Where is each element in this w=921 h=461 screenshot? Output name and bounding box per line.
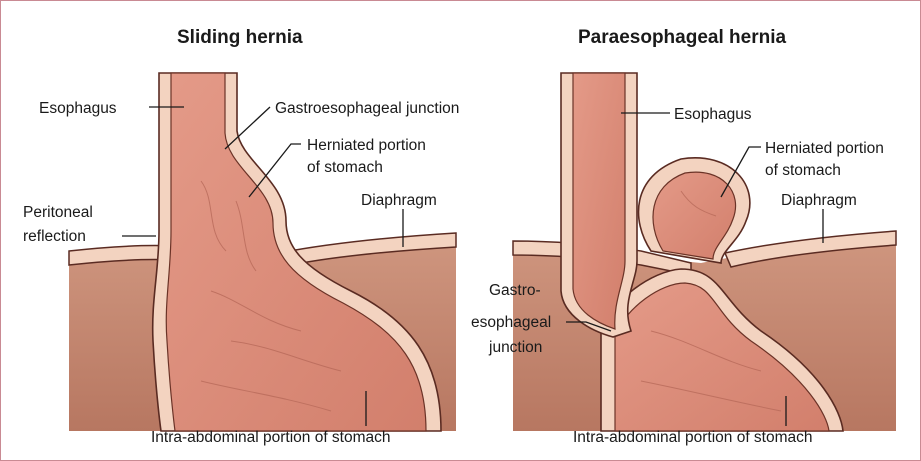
sliding-hernia-title: Sliding hernia xyxy=(177,27,303,48)
paraesophageal-hernia-title: Paraesophageal hernia xyxy=(578,27,786,48)
sliding-label-herniated-1: Herniated portion xyxy=(307,137,426,154)
para-label-herniated-2: of stomach xyxy=(765,162,841,179)
para-label-diaphragm: Diaphragm xyxy=(781,192,857,209)
para-label-esophagus: Esophagus xyxy=(674,106,752,123)
para-esophagus-lumen xyxy=(573,73,625,329)
paraesophageal-hernia-panel xyxy=(513,73,896,431)
sliding-label-peritoneal-1: Peritoneal xyxy=(23,204,93,221)
sliding-hernia-panel xyxy=(69,73,456,431)
para-label-herniated-1: Herniated portion xyxy=(765,140,884,157)
sliding-label-peritoneal-2: reflection xyxy=(23,228,86,245)
sliding-label-diaphragm: Diaphragm xyxy=(361,192,437,209)
sliding-label-herniated-2: of stomach xyxy=(307,159,383,176)
sliding-label-intra-abdominal: Intra-abdominal portion of stomach xyxy=(151,429,391,446)
para-label-ge-3: junction xyxy=(488,339,542,356)
sliding-label-esophagus: Esophagus xyxy=(39,100,117,117)
para-label-ge-2: esophageal xyxy=(471,314,551,331)
sliding-label-ge-junction: Gastroesophageal junction xyxy=(275,100,459,117)
para-label-intra-abdominal: Intra-abdominal portion of stomach xyxy=(573,429,813,446)
para-label-ge-1: Gastro- xyxy=(489,282,541,299)
